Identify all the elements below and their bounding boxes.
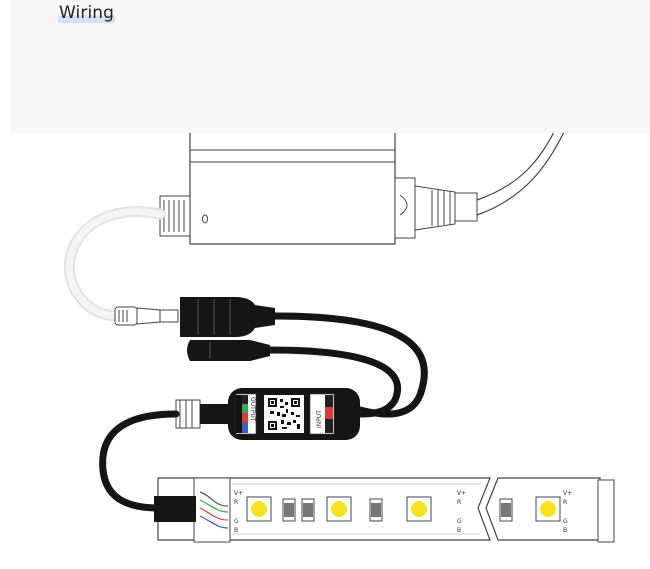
header-band: [10, 0, 650, 133]
strip-pin-label: B: [457, 527, 461, 534]
rgb-controller: OUTPUT INPUT: [228, 388, 360, 440]
led-chip: [246, 496, 272, 522]
resistor: [282, 498, 296, 522]
resistor: [301, 498, 315, 522]
adapter-dc-cable: [64, 195, 191, 326]
led-strip: V+ R G B V+ R G: [154, 477, 615, 543]
strip-pin-label: B: [234, 527, 238, 534]
page-heading: Wiring: [58, 3, 116, 23]
input-cables: [266, 312, 428, 418]
power-adapter: [189, 133, 396, 245]
strip-pin-label: B: [563, 527, 567, 534]
strip-pin-label: V+: [457, 490, 466, 497]
qr-code: [268, 398, 300, 430]
dc-female-jack: [180, 297, 275, 337]
dc-male-plug: [187, 340, 270, 361]
strip-pin-label: R: [234, 499, 238, 506]
controller-input-label: INPUT: [316, 410, 323, 428]
strip-pin-label: G: [234, 518, 239, 525]
controller-output-label: OUTPUT: [249, 397, 256, 422]
ac-power-cable: [394, 133, 565, 239]
strip-pin-label: V+: [234, 490, 243, 497]
led-chip: [406, 496, 432, 522]
strip-pin-label: G: [457, 518, 462, 525]
strip-pin-label: V+: [563, 490, 572, 497]
strip-pin-label: G: [563, 518, 568, 525]
resistor: [499, 498, 513, 522]
strip-pin-label: R: [457, 499, 461, 506]
resistor: [369, 498, 383, 522]
output-pin-connector: [175, 399, 228, 429]
strip-pin-label: R: [563, 499, 567, 506]
led-chip: [535, 496, 561, 522]
led-chip: [326, 496, 352, 522]
output-cable: [99, 410, 180, 512]
